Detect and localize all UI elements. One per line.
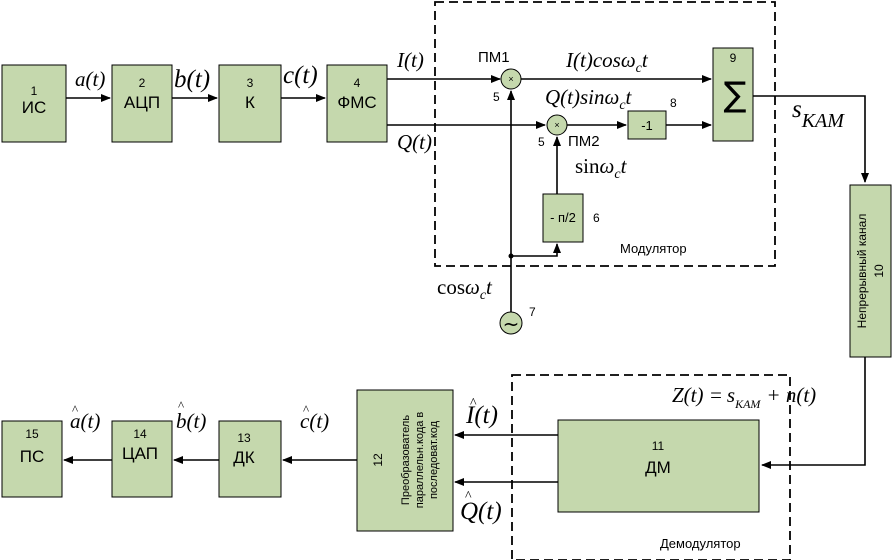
- block-12-number: 12: [371, 453, 385, 467]
- pm2-label: ПМ2: [568, 133, 600, 150]
- block-7-number: 7: [529, 305, 536, 319]
- signal-I: I(t): [396, 48, 424, 72]
- sum-icon: ∑: [724, 75, 747, 115]
- svg-text:a(t): a(t): [70, 409, 100, 433]
- pm1-number: 5: [493, 90, 500, 104]
- block-2-adc: 2 АЦП: [111, 64, 173, 143]
- block-14-number: 14: [133, 427, 147, 441]
- block-3-coder: 3 К: [218, 64, 282, 143]
- multiplier-pm2: ×: [546, 114, 568, 136]
- signal-sin: sinωct: [575, 154, 628, 182]
- block-8-inverter: -1: [627, 110, 667, 140]
- signal-I-cos: I(t)cosωct: [565, 48, 649, 76]
- svg-text:^: ^: [303, 402, 309, 417]
- block-10-channel: Непрерывный канал 10: [849, 184, 892, 358]
- block-6-label: - п/2: [550, 210, 576, 225]
- multiplier-pm1: ×: [500, 68, 522, 90]
- block-9-summator: 9 ∑: [712, 47, 754, 142]
- svg-text:I(t): I(t): [465, 402, 498, 429]
- svg-text:b(t): b(t): [176, 409, 206, 433]
- block-4-label: ФМС: [337, 93, 376, 112]
- svg-text:^: ^: [178, 398, 184, 413]
- block-1-label: ИС: [22, 98, 47, 117]
- block-8-number: 8: [670, 96, 677, 110]
- block-15-label: ПС: [20, 447, 45, 466]
- block-13-decoder: 13 ДК: [218, 420, 282, 498]
- block-2-label: АЦП: [124, 93, 160, 112]
- block-12-converter: 12 Преобразователь параллельн.кода в пос…: [356, 389, 454, 532]
- pm1-label: ПМ1: [478, 49, 510, 66]
- block-13-number: 13: [237, 431, 251, 445]
- block-7-oscillator: ~: [499, 311, 523, 336]
- svg-text:^: ^: [72, 402, 78, 417]
- block-9-number: 9: [730, 51, 737, 65]
- modulator-region: [434, 1, 776, 267]
- signal-Q-sin: Q(t)sinωct: [545, 85, 633, 113]
- pm2-number: 5: [538, 135, 545, 149]
- signal-b-hat: b(t) ^: [176, 398, 206, 433]
- block-11-number: 11: [652, 439, 665, 453]
- multiply-icon: ×: [554, 120, 559, 130]
- block-15-receiver: 15 ПС: [1, 420, 63, 498]
- block-10-label: Непрерывный канал: [855, 214, 869, 329]
- block-4-number: 4: [354, 76, 361, 90]
- signal-Q: Q(t): [397, 130, 432, 154]
- block-13-label: ДК: [233, 448, 255, 467]
- block-10-number: 10: [872, 264, 886, 278]
- block-3-label: К: [245, 93, 255, 112]
- block-14-label: ЦАП: [122, 444, 158, 463]
- svg-text:^: ^: [470, 396, 477, 411]
- signal-a-hat: a(t) ^: [70, 402, 100, 433]
- block-6-phase-shift: - п/2: [542, 193, 584, 243]
- svg-text:^: ^: [465, 489, 472, 504]
- wire-sum-channel: [753, 95, 869, 183]
- wire-channel-demod: [761, 357, 866, 469]
- signal-b: b(t): [174, 66, 210, 93]
- svg-text:Q(t): Q(t): [460, 498, 502, 525]
- block-12-label-1: Преобразователь: [400, 415, 412, 505]
- block-4-fms: 4 ФМС: [326, 64, 388, 143]
- svg-text:c(t): c(t): [300, 409, 329, 433]
- modulator-label: Модулятор: [620, 241, 687, 256]
- signal-cos: cosωct: [437, 275, 493, 303]
- block-11-label: ДМ: [645, 458, 671, 477]
- signal-Q-hat: Q(t) ^: [460, 489, 502, 525]
- block-8-label: -1: [641, 118, 653, 133]
- signal-Z: Z(t) =sКАМ+ n(t): [672, 383, 816, 411]
- block-6-number: 6: [593, 211, 600, 225]
- demodulator-label: Демодулятор: [660, 536, 741, 551]
- block-2-number: 2: [139, 76, 146, 90]
- block-12-label-2: параллельн.кода в: [414, 412, 426, 509]
- block-3-number: 3: [247, 76, 254, 90]
- signal-c: c(t): [283, 62, 318, 89]
- multiply-icon: ×: [508, 74, 513, 84]
- block-1-source: 1 ИС: [1, 64, 67, 143]
- block-1-number: 1: [31, 84, 38, 98]
- wire-carrier-shift: [511, 243, 561, 257]
- signal-I-hat: I(t) ^: [465, 396, 498, 429]
- block-11-demodulator: 11 ДМ: [557, 419, 760, 513]
- signal-c-hat: c(t) ^: [300, 402, 329, 433]
- block-14-dac: 14 ЦАП: [111, 420, 173, 498]
- wave-icon: ~: [503, 312, 520, 336]
- signal-a: a(t): [75, 67, 105, 91]
- block-15-number: 15: [25, 427, 39, 441]
- demodulator-region: [511, 374, 791, 560]
- signal-s-kam: sКАМ: [792, 96, 845, 132]
- block-12-label-3: последоват.код: [428, 420, 440, 499]
